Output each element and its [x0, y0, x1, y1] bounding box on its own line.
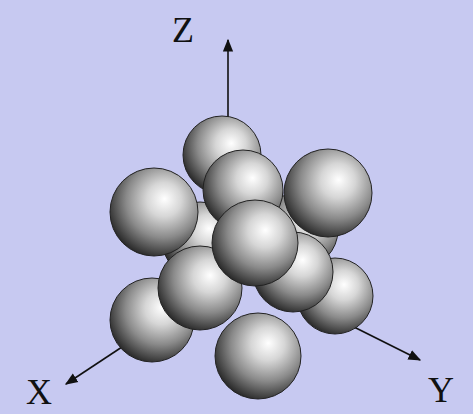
- sphere: [284, 149, 372, 237]
- sphere: [215, 313, 301, 399]
- x-axis: [66, 345, 125, 384]
- axis-label: X: [26, 374, 52, 410]
- spheres: [110, 116, 373, 399]
- y-axis: [350, 325, 420, 360]
- sphere: [212, 200, 298, 286]
- sphere: [110, 168, 198, 256]
- axis-label: Y: [428, 372, 454, 408]
- axis-label: Z: [172, 12, 194, 48]
- z-axis: [227, 40, 229, 118]
